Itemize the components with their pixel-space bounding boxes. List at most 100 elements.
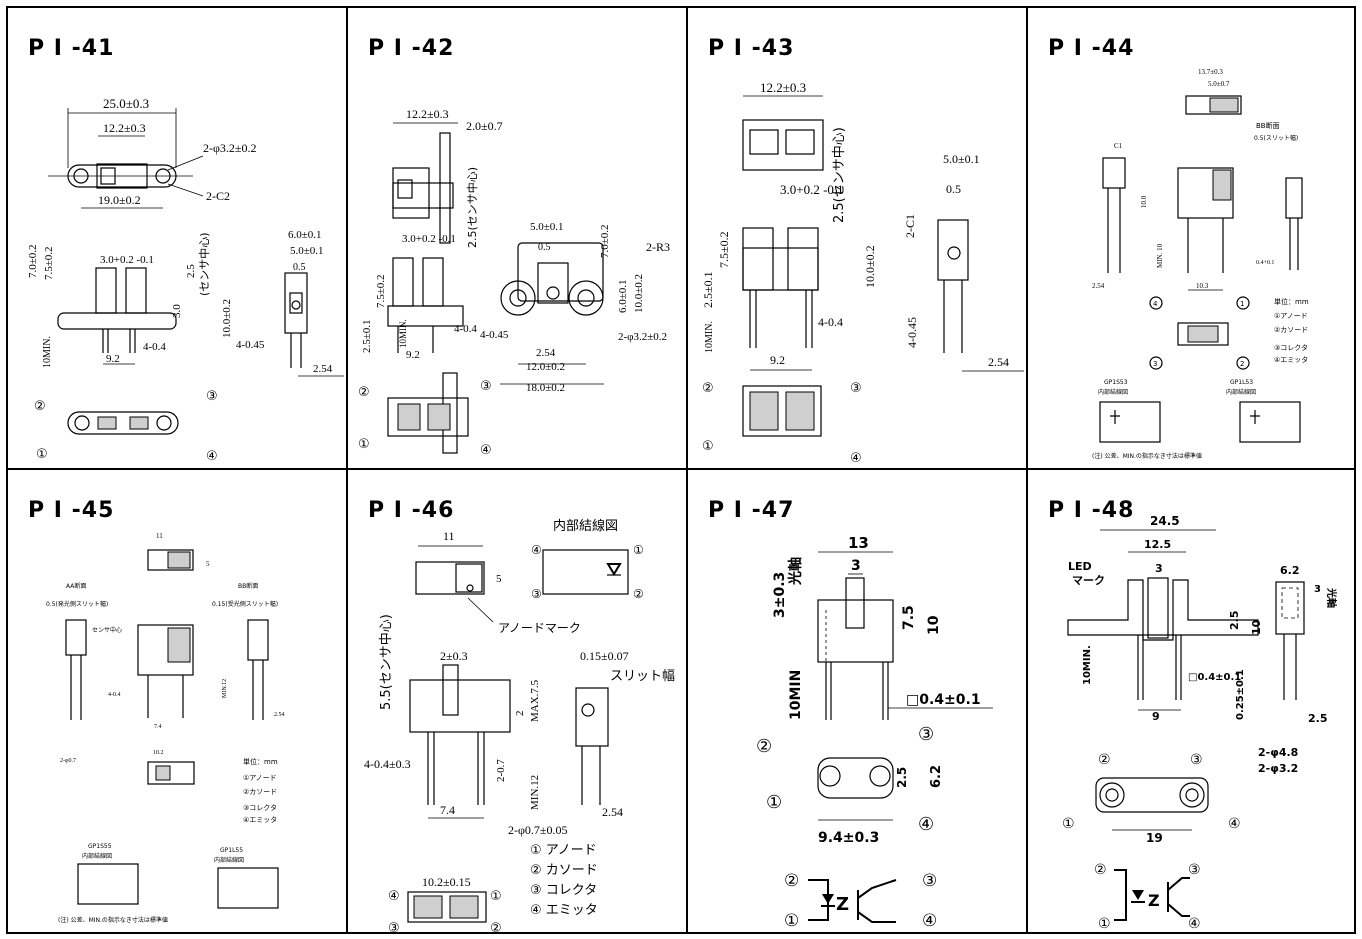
dim-hole: 2-φ3.2±0.2 bbox=[618, 331, 667, 343]
pin-2: ② bbox=[1098, 752, 1111, 768]
dim-24-5: 24.5 bbox=[1150, 514, 1180, 528]
pin-4: ④ bbox=[918, 814, 934, 835]
outline-drawing-pi-46: 11 5 内部結線図 ④ ① ③ ② アノードマーク 5.5(センサ中心) 2±… bbox=[364, 518, 675, 934]
outline-drawing-pi-44: 13.7±0.3 5.0±0.7 BB断面 0.5(スリット幅) C1 10.0… bbox=[1092, 68, 1309, 460]
slit-recv: 0.15(受光側スリット幅) bbox=[212, 600, 278, 608]
svg-text:Z: Z bbox=[1148, 891, 1160, 910]
pin-4: ④ bbox=[480, 443, 492, 458]
dim-chamfer: 2-C2 bbox=[206, 189, 230, 203]
legend-3: ③ コレクタ bbox=[530, 883, 597, 898]
mark-label: マーク bbox=[1072, 574, 1105, 587]
panel-pi-41: P Ⅰ -41 25.0±0.3 12.2±0.3 2-φ3.2±0.2 2-C… bbox=[6, 6, 348, 470]
dim-min: MIN.12 bbox=[222, 679, 228, 698]
dim-h1: 7.0±0.2 bbox=[27, 244, 39, 278]
svg-text:④: ④ bbox=[388, 889, 400, 904]
dim-center: 2.5(センサ中心) bbox=[832, 127, 847, 223]
circuit-a-name: GP1S55 bbox=[88, 843, 112, 850]
dim-center: 2.5(センサ中心) bbox=[466, 167, 479, 248]
dim-b: 5.0±0.7 bbox=[1208, 80, 1230, 88]
circuit-label: 内部結線図 bbox=[553, 518, 618, 534]
slit-width-label: スリット幅 bbox=[610, 669, 675, 684]
dim-center: 2.5 bbox=[185, 264, 197, 278]
dim-h2: 7.5±0.2 bbox=[43, 246, 55, 280]
dim-10: 10 bbox=[1250, 619, 1263, 635]
svg-text:②: ② bbox=[633, 587, 644, 601]
dim-11: 11 bbox=[156, 532, 163, 540]
dim-g: 0.5 bbox=[946, 182, 961, 196]
sensor-center: 5.5(センサ中心) bbox=[379, 614, 394, 710]
dim-11: 11 bbox=[443, 529, 455, 543]
legend-2: ② カソード bbox=[530, 863, 598, 878]
svg-text:3: 3 bbox=[1153, 360, 1157, 368]
dim-c: 3.0+0.2 -0.1 bbox=[402, 233, 456, 245]
svg-text:②: ② bbox=[1094, 862, 1107, 878]
dim-lead: 0.4+0.1 bbox=[1256, 260, 1274, 266]
dim-3b: 3 bbox=[1314, 584, 1321, 595]
panel-title: P Ⅰ -44 bbox=[1048, 36, 1135, 61]
dim-pitch: 2.54 bbox=[1092, 282, 1105, 290]
section-bb: BB断面 bbox=[238, 582, 258, 590]
anode-mark-label: アノードマーク bbox=[498, 621, 581, 635]
dim-hole-inner: 2-φ3.2 bbox=[1258, 762, 1298, 775]
panel-title: P Ⅰ -48 bbox=[1048, 498, 1135, 523]
dim-width: 10.3 bbox=[1196, 282, 1209, 290]
dim-chamfer: 2-C1 bbox=[903, 214, 917, 238]
outline-drawing-pi-43: 12.2±0.3 3.0+0.2 -0.1 2.5(センサ中心) 2.5±0.1… bbox=[701, 80, 1024, 466]
pin-3: ③ bbox=[480, 379, 492, 394]
footnote: (注) 公差、MIN.の指示なき寸法は標準値 bbox=[1092, 452, 1202, 460]
svg-text:4: 4 bbox=[1153, 300, 1158, 308]
dim-min: 10MIN bbox=[788, 670, 804, 720]
dim-k: 2.54 bbox=[536, 347, 556, 359]
dim-min: MIN.12 bbox=[529, 775, 541, 810]
pin-2: ② bbox=[34, 399, 46, 414]
dim-2-5: 2.5 bbox=[1228, 611, 1241, 631]
dim-d1: 6.0±0.1 bbox=[288, 229, 322, 241]
dim-min: 10MIN. bbox=[704, 321, 715, 353]
svg-text:④: ④ bbox=[1188, 916, 1201, 932]
dim-d2: 5.0±0.1 bbox=[290, 245, 324, 257]
dim-pin-pitch: 2.54 bbox=[988, 355, 1009, 369]
slit-width: 0.5(スリット幅) bbox=[1254, 134, 1298, 142]
pin-4: ④ bbox=[1228, 816, 1241, 832]
legend-4: ④エミッタ bbox=[243, 815, 277, 824]
circuit-b-label: 内部結線図 bbox=[214, 856, 244, 864]
svg-text:③: ③ bbox=[388, 921, 400, 934]
dim-b: 2 bbox=[514, 711, 526, 717]
svg-text:③: ③ bbox=[922, 871, 937, 891]
dim-height: 10.0±0.2 bbox=[221, 299, 233, 338]
dim-pin-pitch: 2.54 bbox=[313, 363, 333, 375]
slit-emit: 0.5(発光側スリット幅) bbox=[46, 600, 108, 608]
dim-7-4: 7.4 bbox=[154, 724, 162, 730]
panel-title: P Ⅰ -43 bbox=[708, 36, 795, 61]
panel-title: P Ⅰ -41 bbox=[28, 36, 115, 61]
dim-d: 2.5±0.1 bbox=[361, 319, 373, 353]
dim-lead: □0.4±0.1 bbox=[1188, 672, 1241, 683]
pin-2: ② bbox=[358, 385, 370, 400]
pin-2: ② bbox=[702, 381, 714, 396]
section-bb: BB断面 bbox=[1256, 121, 1280, 130]
dim-a: 13.7±0.3 bbox=[1198, 68, 1223, 76]
panel-pi-43: P Ⅰ -43 12.2±0.3 3.0+0.2 -0.1 2.5(センサ中心)… bbox=[686, 6, 1028, 470]
legend-1: ①アノード bbox=[1274, 312, 1308, 320]
dim-min: 10MIN. bbox=[398, 319, 408, 348]
dim-pitch: 19.0±0.2 bbox=[98, 193, 141, 207]
pin-1: ① bbox=[766, 792, 782, 813]
dim-5: 5 bbox=[496, 573, 502, 585]
dim-slit: 0.15±0.07 bbox=[580, 649, 629, 663]
dim-hole: 2-φ0.7±0.05 bbox=[508, 823, 568, 837]
svg-text:2: 2 bbox=[1240, 360, 1244, 368]
svg-text:④: ④ bbox=[531, 543, 542, 557]
dim-6-2: 6.2 bbox=[929, 765, 944, 788]
dim-d: 7.5±0.2 bbox=[717, 231, 731, 268]
dim-b: 3.0+0.2 -0.1 bbox=[780, 182, 844, 197]
svg-text:①: ① bbox=[633, 543, 644, 557]
dim-19: 19 bbox=[1146, 831, 1163, 845]
dim-pitch: 9.2 bbox=[770, 353, 785, 367]
optical-axis-label: 光軸 bbox=[787, 557, 804, 586]
dim-13: 13 bbox=[848, 534, 869, 552]
dim-2: 2±0.3 bbox=[440, 649, 468, 663]
circuit-a-label: 内部結線図 bbox=[1098, 388, 1128, 396]
legend-4: ④ エミッタ bbox=[530, 903, 598, 918]
dim-e: 7.5±0.2 bbox=[375, 274, 387, 308]
